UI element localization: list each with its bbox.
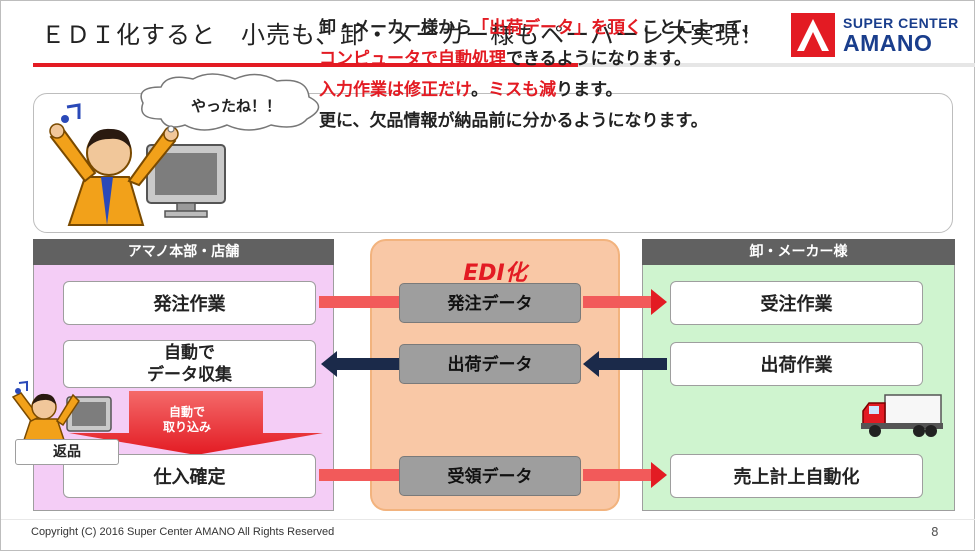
auto-data-collection-box: 自動で データ収集 bbox=[63, 340, 316, 388]
intro-text: 。 bbox=[471, 80, 489, 100]
task-label: 仕入確定 bbox=[153, 467, 226, 488]
order-task-box: 発注作業 bbox=[63, 281, 316, 325]
speech-bubble-text: やったね！！ bbox=[191, 97, 282, 115]
order-data-box: 発注データ bbox=[399, 283, 581, 323]
delivery-truck-icon bbox=[861, 394, 943, 437]
intro-text: できるようになります。 bbox=[506, 49, 691, 69]
page-title: ＥＤＩ化すると 小売も、卸・メーカー様もペーパーレス実現！ bbox=[41, 21, 766, 49]
intro-line-1: 卸・メーカー様から「出荷データ」を頂くことによって、 bbox=[319, 13, 759, 38]
task-label-line2: データ収集 bbox=[147, 365, 232, 385]
task-label: 売上計上自動化 bbox=[733, 467, 860, 488]
intro-text: 卸・メーカー様から bbox=[319, 18, 472, 38]
arrow-right-icon bbox=[583, 289, 667, 315]
order-receiving-box: 受注作業 bbox=[670, 281, 923, 325]
speech-cloud-icon bbox=[140, 73, 320, 133]
logo-text-bottom: AMANO bbox=[843, 30, 933, 56]
intro-line-3: 入力作業は修正だけ。ミスも減ります。 bbox=[319, 75, 622, 100]
intro-line-2: コンピュータで自動処理できるようになります。 bbox=[319, 44, 691, 69]
intro-highlight: ミスも減 bbox=[488, 80, 557, 100]
intro-highlight: 「出荷データ」を頂く bbox=[472, 18, 642, 38]
intro-highlight: 入力作業は修正だけ bbox=[319, 80, 472, 100]
task-label: 出荷作業 bbox=[760, 355, 833, 376]
right-column-header: 卸・メーカー様 bbox=[642, 239, 955, 265]
shipping-data-box: 出荷データ bbox=[399, 344, 581, 384]
task-label-line1: 自動で bbox=[164, 343, 215, 363]
arrow-right-icon bbox=[583, 462, 667, 488]
auto-import-line2: 取り込み bbox=[162, 420, 211, 434]
title-underline-gray bbox=[578, 63, 975, 67]
receipt-data-box: 受領データ bbox=[399, 456, 581, 496]
sales-auto-box: 売上計上自動化 bbox=[670, 454, 923, 498]
intro-text: ります。 bbox=[556, 80, 623, 100]
left-column-header: アマノ本部・店舗 bbox=[33, 239, 334, 265]
intro-line-4: 更に、欠品情報が納品前に分かるようになります。 bbox=[319, 111, 708, 131]
shipping-task-box: 出荷作業 bbox=[670, 342, 923, 386]
small-worker-icon bbox=[11, 380, 112, 443]
copyright-text: Copyright (C) 2016 Super Center AMANO Al… bbox=[31, 526, 335, 538]
logo-text-top: SUPER CENTER bbox=[843, 15, 959, 31]
intro-highlight: コンピュータで自動処理 bbox=[319, 49, 506, 69]
arrow-left-icon bbox=[321, 351, 401, 377]
arrow-down-icon bbox=[69, 391, 323, 455]
task-label: 発注作業 bbox=[153, 294, 226, 315]
title-underline bbox=[33, 63, 578, 67]
happy-worker-icon bbox=[49, 103, 226, 226]
footer-divider bbox=[1, 519, 975, 520]
auto-import-line1: 自動で bbox=[168, 405, 205, 419]
intro-text: ことによって、 bbox=[642, 18, 759, 38]
edi-label: EDI化 bbox=[463, 261, 527, 286]
company-logo: SUPER CENTER AMANO bbox=[791, 13, 963, 57]
task-label: 受注作業 bbox=[760, 294, 833, 315]
auto-import-label: 自動で 取り込み bbox=[157, 405, 217, 435]
returns-label: 返品 bbox=[15, 439, 119, 465]
page-number: 8 bbox=[931, 525, 939, 539]
arrow-left-icon bbox=[583, 351, 667, 377]
logo-mark-icon bbox=[791, 13, 835, 57]
